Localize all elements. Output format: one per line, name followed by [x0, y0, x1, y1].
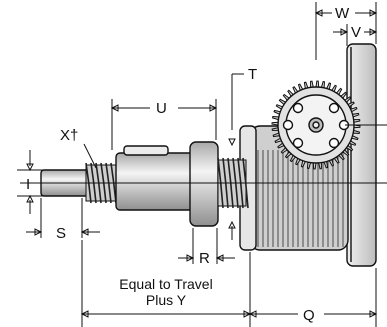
label-i: I — [26, 176, 30, 193]
dim-q: Q — [248, 268, 378, 327]
label-s: S — [56, 225, 66, 242]
label-r: R — [199, 250, 210, 267]
dim-t: T — [228, 66, 257, 240]
worm-wheel — [271, 80, 387, 170]
label-t: T — [248, 66, 257, 83]
dim-travel: Equal to Travel Plus Y — [80, 240, 252, 327]
dim-x: X† — [60, 127, 97, 169]
label-travel-line1: Equal to Travel — [119, 276, 212, 292]
label-travel-line2: Plus Y — [146, 292, 187, 308]
label-q: Q — [303, 307, 315, 324]
dim-u: U — [110, 99, 218, 150]
label-x: X† — [60, 127, 78, 144]
collar-nut — [189, 141, 219, 227]
screw-tube — [115, 145, 195, 211]
label-u: U — [156, 100, 167, 117]
mounting-flange — [346, 43, 377, 267]
housing-ribs — [257, 150, 344, 247]
dim-i: I — [17, 150, 44, 214]
dim-v: V — [333, 24, 378, 46]
dim-w: W — [314, 2, 378, 60]
dim-r: R — [178, 228, 235, 267]
gear-bolt-holes — [282, 102, 350, 149]
label-w: W — [335, 5, 350, 22]
label-v: V — [351, 24, 361, 41]
dim-s: S — [26, 198, 100, 242]
